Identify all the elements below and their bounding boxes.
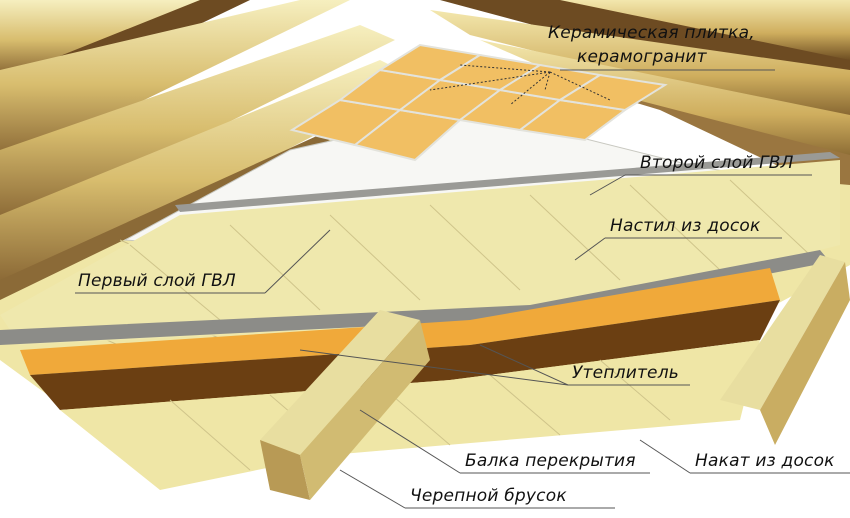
label-ceramic-tile-line2: керамогранит [577,47,707,67]
label-underlines [75,69,850,509]
insulation-orange [20,268,780,375]
ceramic-tiles [289,43,668,162]
upper-deck-lines [129,179,811,321]
floor-beam-left [260,310,430,500]
second-gvl-edge [175,152,840,212]
gray-separator-layer [0,250,830,345]
leader-lines [429,64,611,106]
label-ceramic-tile-line1: Керамическая плитка, [548,23,755,43]
board-roll-floor [60,340,760,490]
label-first-gvl: Первый слой ГВЛ [78,271,236,291]
label-cranial-bar: Черепной брусок [410,486,567,506]
label-floor-beam: Балка перекрытия [465,451,636,471]
upper-board-deck [0,160,840,345]
floor-beam-right [720,255,850,445]
label-second-gvl: Второй слой ГВЛ [640,153,794,173]
label-insulation: Утеплитель [572,363,679,383]
label-board-roll: Накат из досок [695,451,835,471]
label-board-deck: Настил из досок [610,216,761,236]
